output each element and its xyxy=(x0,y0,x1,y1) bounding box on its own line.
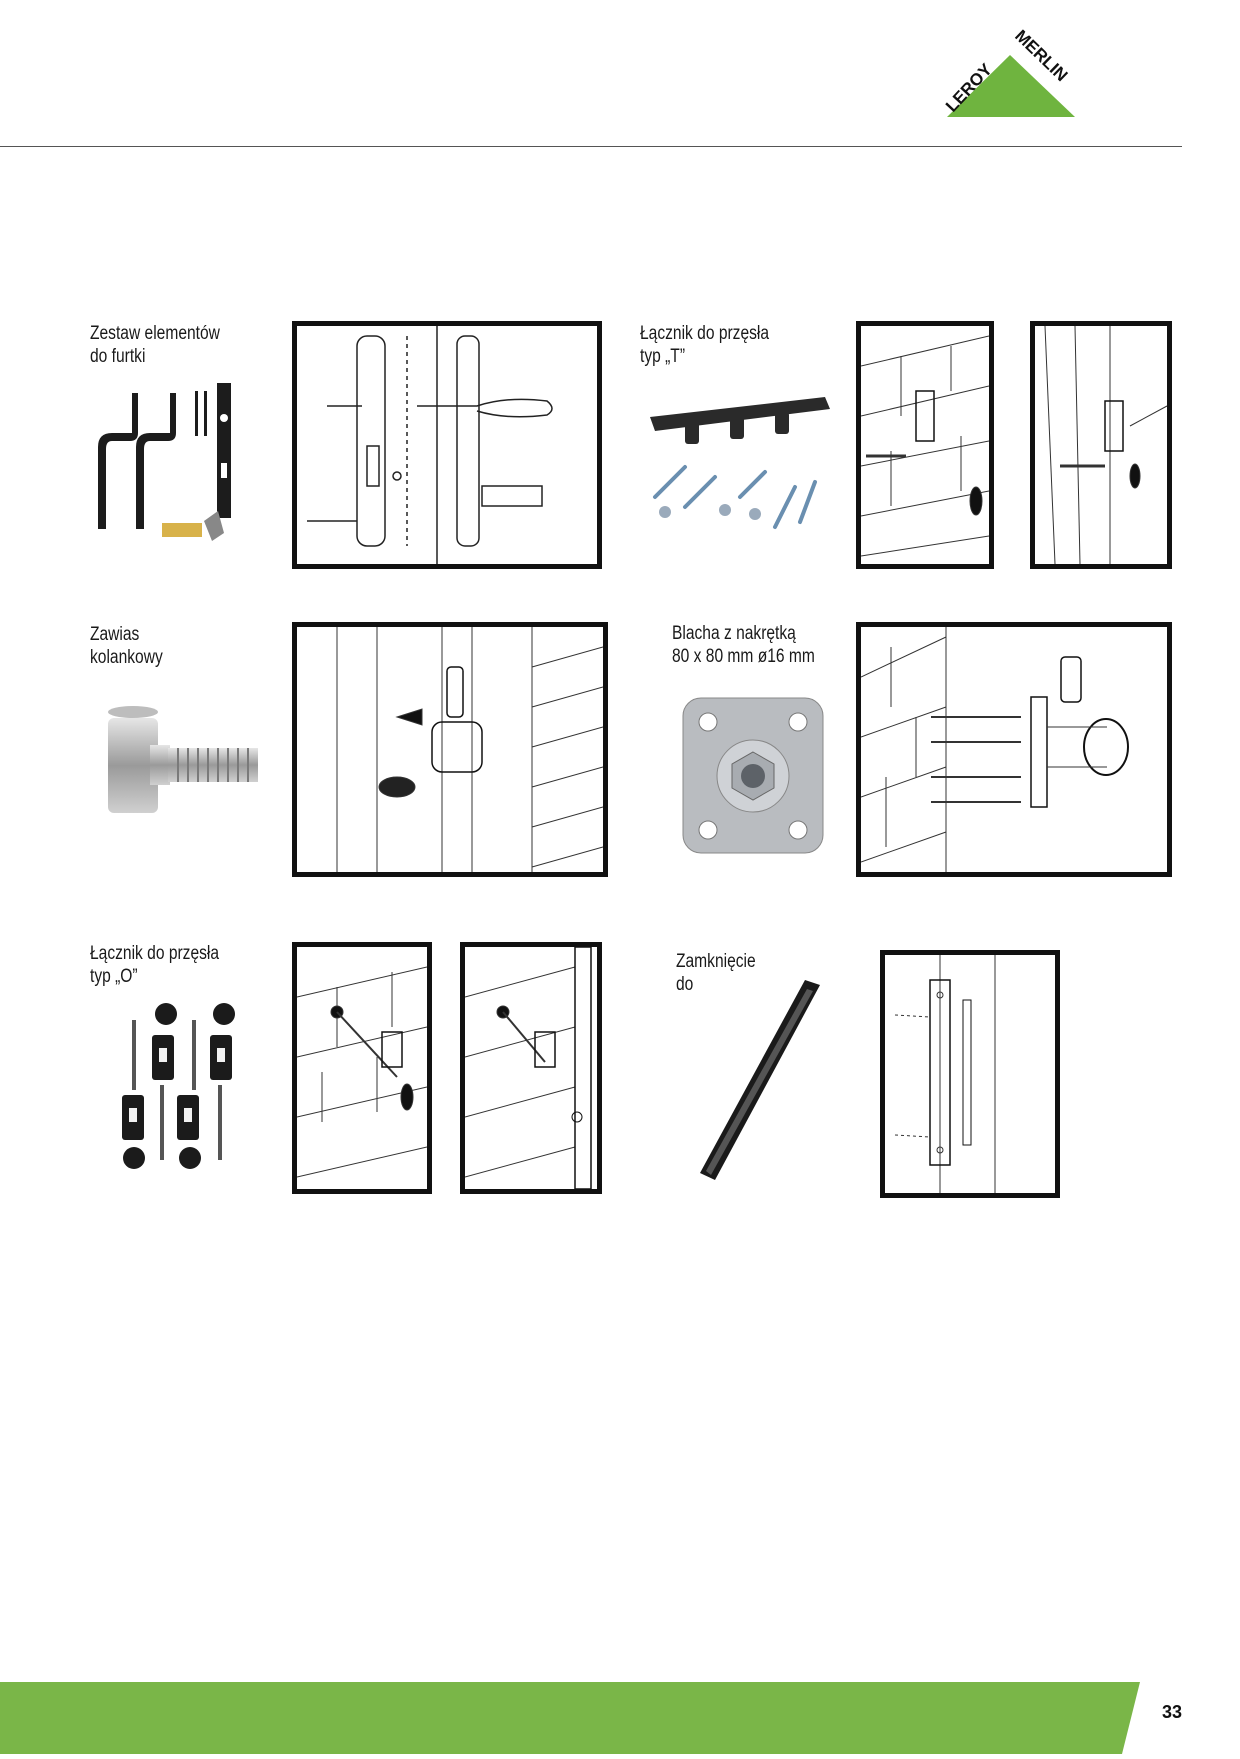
o-connector-diagram-wall xyxy=(292,942,432,1194)
leroy-merlin-logo: LEROY MERLIN xyxy=(935,25,1085,120)
header-rule xyxy=(0,146,1182,147)
t-connector-diagram-post xyxy=(1030,321,1172,569)
gate-kit-diagram xyxy=(292,321,602,569)
product-label-knee-hinge: Zawias kolankowy xyxy=(90,623,163,669)
page-number: 33 xyxy=(1161,1702,1182,1722)
t-connector-diagram-wall xyxy=(856,321,994,569)
product-label-gate-kit: Zestaw elementów do furtki xyxy=(90,322,220,368)
product-label-plate-with-nut: Blacha z nakrętką 80 x 80 mm ø16 mm xyxy=(672,622,815,668)
gate-closure-photo xyxy=(695,975,825,1185)
label-line: kolankowy xyxy=(90,647,163,668)
plate-with-nut-photo xyxy=(678,690,828,860)
gate-kit-photo xyxy=(92,383,252,563)
plate-with-nut-diagram xyxy=(856,622,1172,877)
label-line: typ „O” xyxy=(90,966,138,987)
o-connector-photo xyxy=(112,1000,252,1170)
gate-closure-diagram xyxy=(880,950,1060,1198)
footer-bar xyxy=(0,1682,1240,1754)
label-line: Blacha z nakrętką xyxy=(672,623,796,644)
label-line: Zamknięcie xyxy=(676,951,756,972)
label-line: Zawias xyxy=(90,624,140,645)
product-label-o-connector: Łącznik do przęsła typ „O” xyxy=(90,942,219,988)
product-label-t-connector: Łącznik do przęsła typ „T” xyxy=(640,322,769,368)
t-connector-photo xyxy=(645,392,835,542)
label-line: do furtki xyxy=(90,346,146,367)
o-connector-diagram-post xyxy=(460,942,602,1194)
label-line: Łącznik do przęsła xyxy=(90,943,220,964)
label-line: typ „T” xyxy=(640,346,686,367)
knee-hinge-photo xyxy=(100,700,262,825)
label-line: 80 x 80 mm ø16 mm xyxy=(672,646,815,667)
label-line: Zestaw elementów xyxy=(90,323,220,344)
label-line: Łącznik do przęsła xyxy=(640,323,770,344)
knee-hinge-diagram xyxy=(292,622,608,877)
